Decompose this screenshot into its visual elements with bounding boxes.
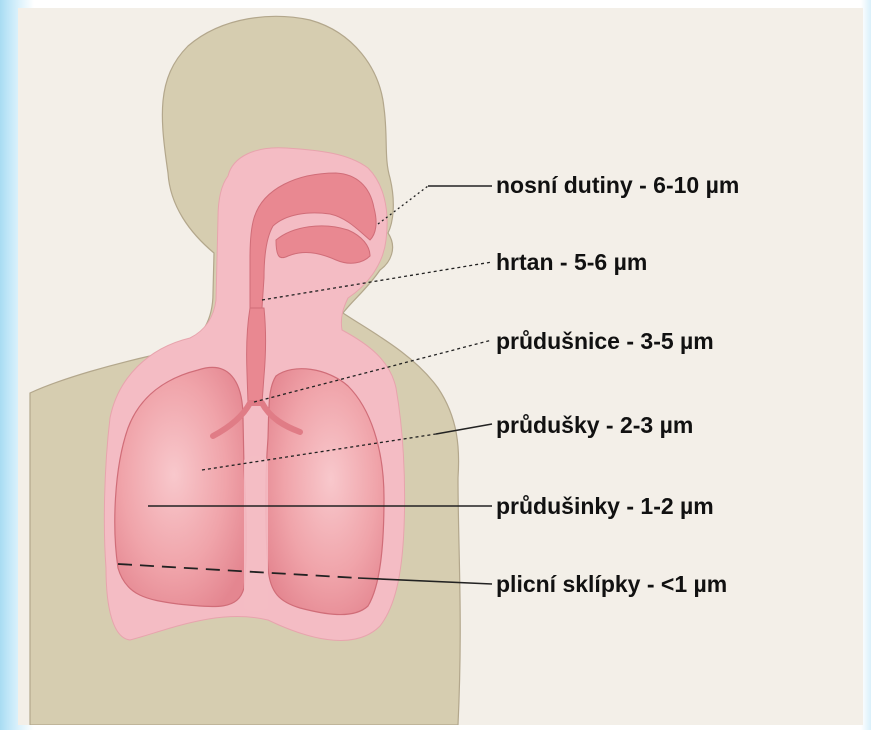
label-prudusky: průdušky - 2-3 µm xyxy=(496,414,693,437)
respiratory-diagram xyxy=(18,8,863,725)
trachea xyxy=(247,308,266,403)
diagram-panel: nosní dutiny - 6-10 µm hrtan - 5-6 µm pr… xyxy=(18,8,863,725)
label-nosni-dutiny: nosní dutiny - 6-10 µm xyxy=(496,174,739,197)
label-hrtan: hrtan - 5-6 µm xyxy=(496,251,647,274)
label-prudusnice: průdušnice - 3-5 µm xyxy=(496,330,714,353)
label-plicni-sklipky: plicní sklípky - <1 µm xyxy=(496,573,727,596)
mediastinum xyxy=(244,456,268,612)
label-prudusinky: průdušinky - 1-2 µm xyxy=(496,495,714,518)
